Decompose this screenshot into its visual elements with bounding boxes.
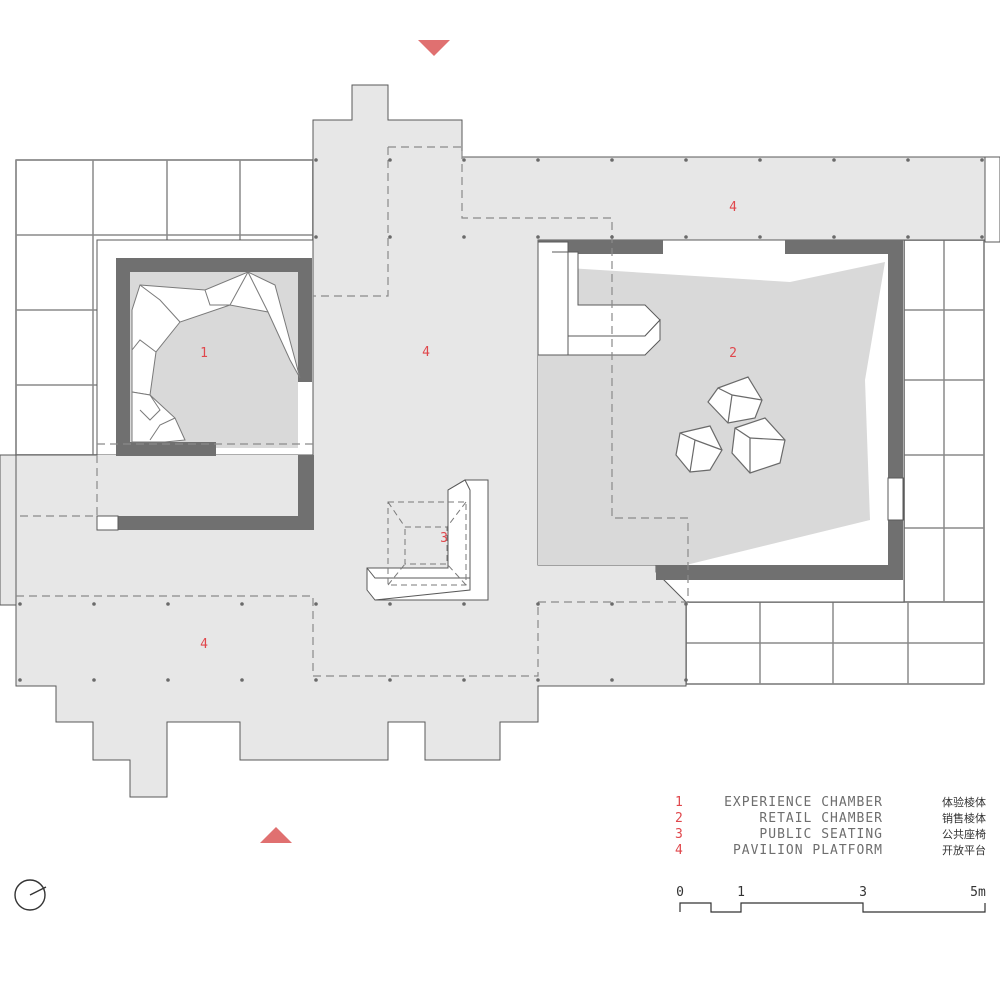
entrance-triangle-icon (260, 827, 292, 843)
legend-en-4: PAVILION PLATFORM (733, 843, 883, 858)
platform-left-edge (0, 454, 17, 606)
bolt-dot (610, 678, 614, 682)
zone-label-3: 3 (440, 531, 448, 546)
bolt-dot (906, 235, 910, 239)
retail-chamber (537, 239, 905, 603)
bolt-dot (462, 678, 466, 682)
bolt-dot (240, 678, 244, 682)
legend-num-1: 1 (675, 795, 683, 810)
bolt-dot (536, 235, 540, 239)
bolt-dot (832, 158, 836, 162)
bolt-dot (536, 158, 540, 162)
bolt-dot (462, 158, 466, 162)
bolt-dot (92, 602, 96, 606)
bolt-dot (684, 678, 688, 682)
bolt-dot (314, 235, 318, 239)
bolt-dot (980, 158, 984, 162)
bolt-dot (684, 158, 688, 162)
bolt-dot (92, 678, 96, 682)
bolt-dot (462, 235, 466, 239)
faceted-wall-surface (131, 270, 301, 443)
experience-chamber (96, 239, 314, 531)
bolt-dot (18, 678, 22, 682)
scale-tick-3: 3 (859, 885, 867, 900)
zone-label-4-top: 4 (729, 200, 737, 215)
bolt-dot (314, 678, 318, 682)
scale-tick-5: 5m (970, 885, 986, 900)
legend-cn-4: 开放平台 (942, 843, 986, 857)
bolt-dot (388, 602, 392, 606)
legend-cn-2: 销售棱体 (942, 811, 986, 825)
bolt-dot (684, 602, 688, 606)
public-seating (366, 479, 489, 601)
zone-label-1: 1 (200, 346, 208, 361)
bolt-dot (980, 235, 984, 239)
bolt-dot (166, 678, 170, 682)
bolt-dot (832, 235, 836, 239)
platform-bolts (18, 158, 984, 682)
bolt-dot (758, 158, 762, 162)
bolt-dot (684, 235, 688, 239)
zone-label-4-bottom: 4 (200, 637, 208, 652)
bolt-dot (18, 602, 22, 606)
north-arrow-icon (14, 879, 47, 911)
zone-label-2: 2 (729, 346, 737, 361)
scale-tick-1: 1 (737, 885, 745, 900)
roof-outline (16, 146, 689, 677)
legend-cn-3: 公共座椅 (942, 827, 986, 841)
seating-pods (675, 376, 786, 474)
bolt-dot (536, 602, 540, 606)
legend: 1 EXPERIENCE CHAMBER 体验棱体 2 RETAIL CHAMB… (675, 795, 986, 858)
bolt-dot (166, 602, 170, 606)
bolt-dot (906, 158, 910, 162)
zone-label-4-center: 4 (422, 345, 430, 360)
legend-num-3: 3 (675, 827, 683, 842)
bolt-dot (314, 602, 318, 606)
scale-tick-0: 0 (676, 885, 684, 900)
bolt-dot (314, 158, 318, 162)
entrance-triangle-icon (418, 40, 450, 56)
legend-num-2: 2 (675, 811, 683, 826)
bolt-dot (758, 235, 762, 239)
bolt-dot (610, 235, 614, 239)
legend-num-4: 4 (675, 843, 683, 858)
platform-right-edge (984, 156, 1000, 243)
bolt-dot (240, 602, 244, 606)
legend-en-2: RETAIL CHAMBER (759, 811, 883, 826)
bolt-dot (536, 678, 540, 682)
legend-cn-1: 体验棱体 (942, 795, 986, 809)
bolt-dot (462, 602, 466, 606)
bolt-dot (388, 235, 392, 239)
scale-bar: 0 1 3 5m (676, 885, 986, 913)
bolt-dot (610, 158, 614, 162)
legend-en-1: EXPERIENCE CHAMBER (724, 795, 883, 810)
legend-en-3: PUBLIC SEATING (759, 827, 883, 842)
bolt-dot (388, 158, 392, 162)
bolt-dot (610, 602, 614, 606)
bolt-dot (388, 678, 392, 682)
